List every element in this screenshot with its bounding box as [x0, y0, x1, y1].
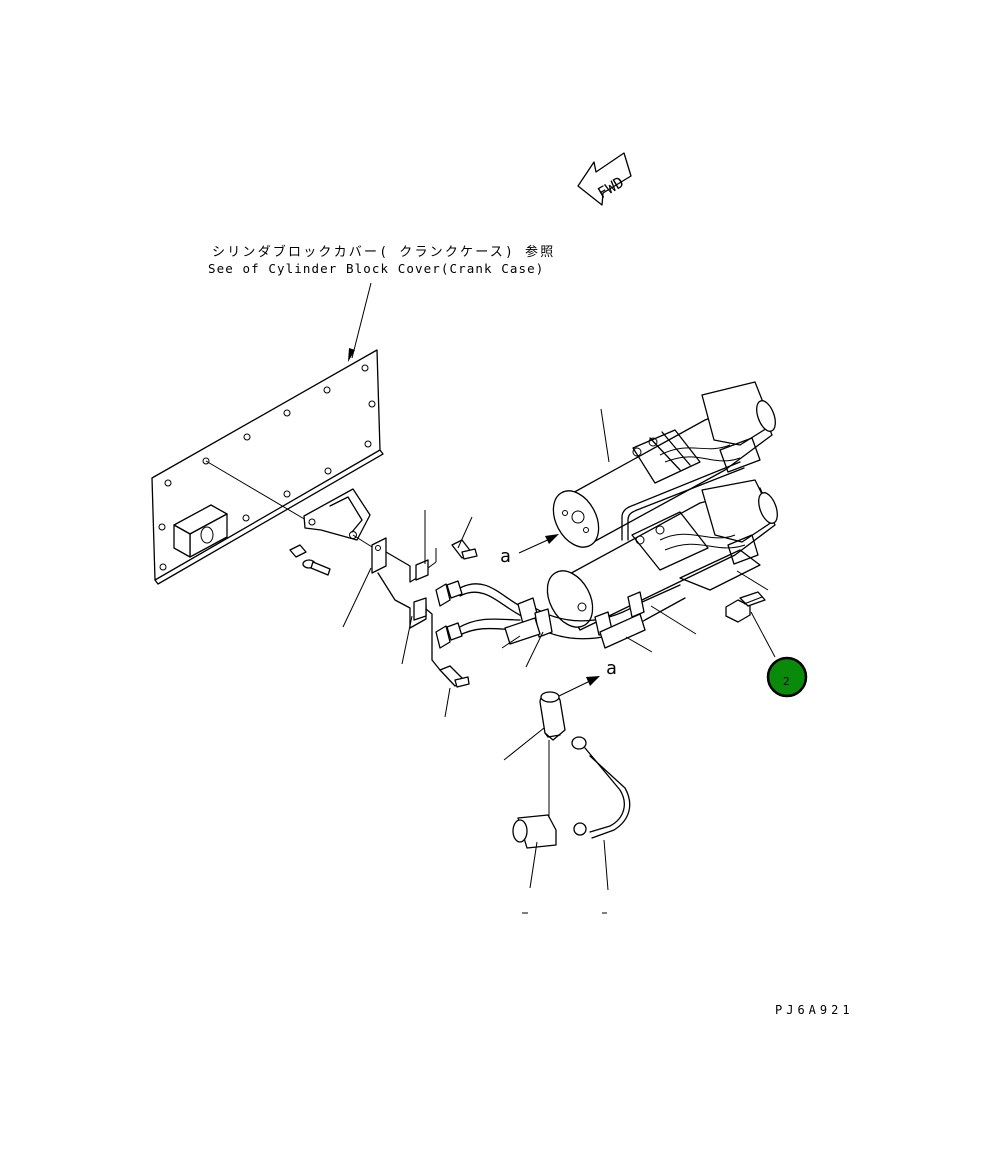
terminal-cap-boot [539, 691, 566, 741]
drawing-code: PJ6A921 [775, 1003, 854, 1017]
mounting-bracket [303, 488, 381, 553]
view-marker-upper: a [500, 546, 511, 567]
view-arrow-lower: a [558, 658, 617, 697]
starter-motor-upper [552, 381, 776, 548]
battery-cable [571, 736, 631, 839]
connecting-tube [621, 461, 745, 541]
cylinder-block-cover-plate [151, 349, 384, 585]
callout-number: 2 [783, 675, 790, 688]
harness-clamp-lower [377, 572, 470, 688]
wiring-harness [435, 580, 686, 649]
reference-note-en: See of Cylinder Block Cover(Crank Case) [208, 261, 544, 276]
view-marker-lower: a [606, 658, 617, 679]
cover-bolt-holes [158, 364, 376, 571]
harness-clamp-upper [371, 537, 478, 583]
connector-block [173, 504, 228, 558]
terminal-cap-lower [512, 814, 557, 849]
bracket-bolt [289, 544, 331, 576]
mounting-bolt-right [725, 591, 766, 623]
leader-lines [342, 408, 776, 914]
reference-leader-arrow [348, 282, 372, 362]
view-arrow-upper: a [500, 534, 559, 567]
fwd-arrow-icon: FWD [577, 152, 632, 206]
starter-motor-lower [546, 479, 778, 631]
callout-bubble-2[interactable]: 2 [766, 656, 808, 698]
reference-note-jp: シリンダブロックカバー( クランクケース) 参照 [212, 244, 555, 260]
